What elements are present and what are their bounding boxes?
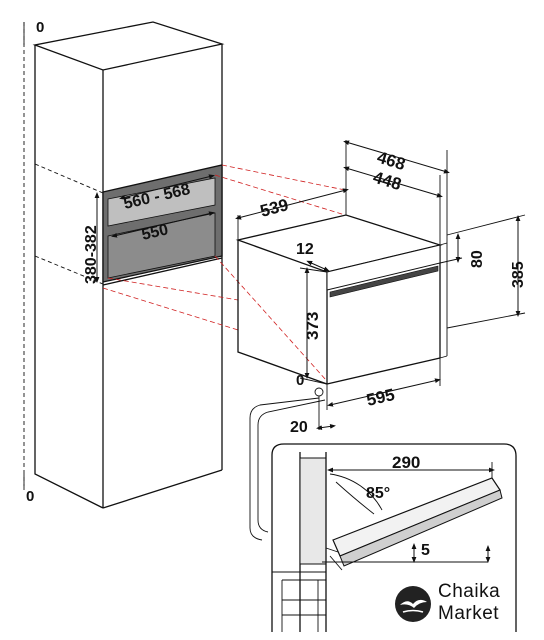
dim-base-zero: 0 <box>296 372 304 389</box>
oven <box>235 214 448 397</box>
dim-oven-depth-total: 539 <box>258 195 290 221</box>
dim-door-gap: 5 <box>421 542 430 559</box>
brand-logo: Chaika Market <box>394 576 534 632</box>
dim-offset-side: 20 <box>290 419 308 436</box>
door-detail <box>249 397 517 632</box>
depth-539-arrow <box>235 188 349 220</box>
dim-front-thickness: 12 <box>296 241 314 258</box>
niche-depth-arrow <box>119 174 215 200</box>
dim-door-angle: 85° <box>366 485 390 502</box>
niche-width-arrow <box>111 211 215 238</box>
dim-panel-height: 80 <box>469 250 486 268</box>
dim-bottom-zero: 0 <box>26 488 34 505</box>
dim-body-height: 373 <box>303 312 322 340</box>
depth-448-arrow <box>343 166 443 198</box>
width-595-arrow <box>327 378 441 407</box>
dim-top-zero: 0 <box>36 19 44 36</box>
dim-oven-height: 385 <box>510 261 527 288</box>
brand-name-line2: Market <box>438 603 500 624</box>
brand-name-line1: Chaika <box>438 581 501 602</box>
dim-niche-inner-width: 550 <box>140 221 170 244</box>
cabinet <box>23 21 225 509</box>
thickness-12-arrow <box>306 260 330 272</box>
dim-oven-width: 595 <box>365 385 397 410</box>
offset-20-arrow <box>316 424 336 430</box>
seagull-circle-icon <box>395 586 431 622</box>
dim-door-width: 290 <box>392 453 420 472</box>
dim-niche-height: 380-382 <box>83 225 100 284</box>
